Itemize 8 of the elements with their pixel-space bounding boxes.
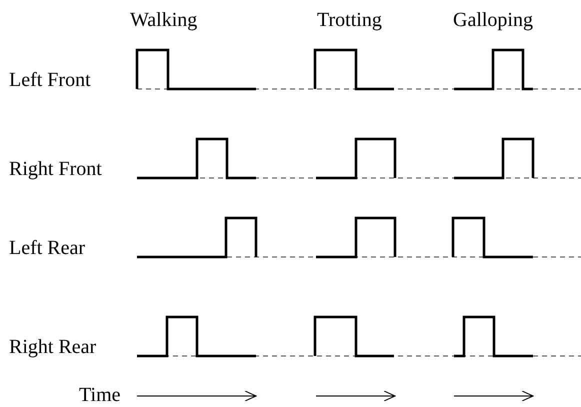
row-label: Right Front [9, 158, 102, 180]
row-label: Left Rear [9, 237, 86, 259]
column-heading: Galloping [453, 9, 533, 31]
column-heading: Trotting [317, 9, 382, 31]
column-heading: Walking [130, 9, 198, 31]
row-label: Right Rear [9, 336, 96, 358]
axis-label: Time [79, 384, 121, 406]
row-label: Left Front [9, 69, 91, 91]
